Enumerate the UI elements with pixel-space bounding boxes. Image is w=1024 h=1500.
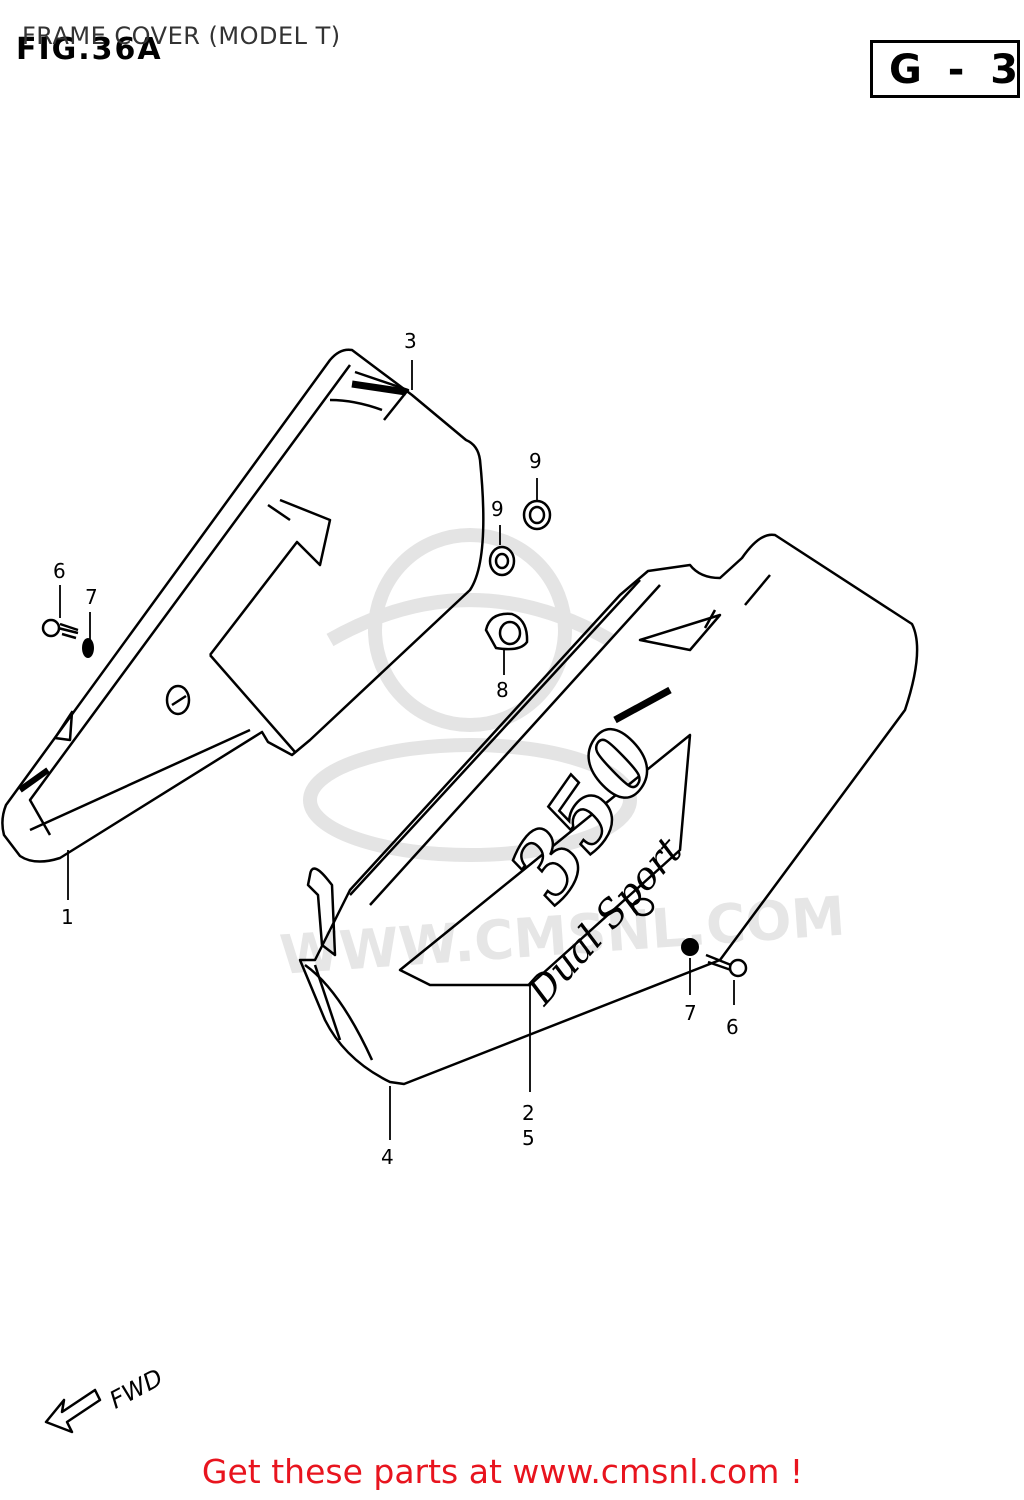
left-frame-cover (1, 348, 485, 863)
callout-4: 4 (381, 1145, 394, 1169)
footer-link[interactable]: Get these parts at www.cmsnl.com ! (201, 1452, 804, 1491)
callout-9-lower: 9 (491, 497, 504, 521)
bolt-6-left (41, 618, 79, 640)
page-code: G - 3 (889, 47, 1024, 93)
callout-1: 1 (61, 905, 74, 929)
grommet-9-upper (522, 499, 552, 531)
callout-7-left: 7 (85, 585, 98, 609)
page-code-box: G - 3 (870, 40, 1020, 98)
leader-lines (59, 360, 735, 1140)
callout-7-right: 7 (684, 1001, 697, 1025)
right-frame-cover (298, 533, 919, 1086)
washer-7-right (681, 938, 699, 956)
page-header: FIG.36A FRAME COVER (MODEL T) (0, 0, 1005, 67)
fwd-label: FWD (105, 1363, 168, 1414)
figure-label: FIG.36A (16, 32, 163, 67)
forward-arrow-icon (44, 1388, 102, 1434)
callout-2: 2 (522, 1101, 535, 1125)
callout-8: 8 (496, 678, 509, 702)
callout-5: 5 (522, 1126, 535, 1150)
watermark (303, 528, 637, 862)
callout-9-upper: 9 (529, 449, 542, 473)
clip-washer (631, 897, 655, 917)
callout-3: 3 (404, 329, 417, 353)
bolt-6-right (705, 953, 748, 978)
cushion-8 (484, 612, 529, 651)
washer-7-left (82, 638, 94, 658)
page-title: FRAME COVER (MODEL T) (22, 22, 341, 50)
callout-6-right: 6 (726, 1015, 739, 1039)
callout-6-left: 6 (53, 559, 66, 583)
grommet-9-lower (488, 545, 516, 577)
